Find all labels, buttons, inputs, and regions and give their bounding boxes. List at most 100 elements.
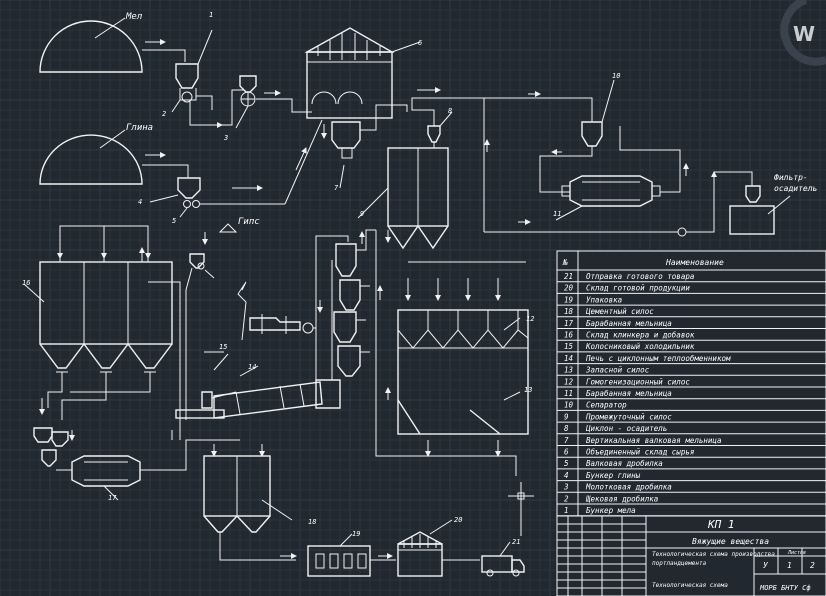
table-row: 8 Циклон - осадитель xyxy=(564,424,667,433)
clay-bunker-and-roll-crusher xyxy=(149,119,323,218)
row-name: Валковая дробилка xyxy=(586,459,663,468)
cement-silo xyxy=(203,444,297,561)
raw-material-storage xyxy=(304,27,421,119)
row-name: Циклон - осадитель xyxy=(585,424,667,433)
callout-1: 1 xyxy=(209,11,213,19)
row-name: Молотковая дробилка xyxy=(585,483,672,492)
row-name: Бункер глины xyxy=(586,471,641,480)
cement-ball-mill xyxy=(33,420,240,501)
hammer-crusher xyxy=(235,75,312,129)
table-row: 14 Печь с циклонным теплообменником xyxy=(564,354,731,363)
row-number: 18 xyxy=(564,307,574,316)
row-name: Промежуточный силос xyxy=(585,412,672,421)
subject-title: Вяжущие вещества xyxy=(692,537,769,546)
separator-and-ball-mill xyxy=(484,79,717,237)
row-number: 11 xyxy=(564,389,573,398)
sheets-value: 2 xyxy=(810,561,815,570)
chalk-label: Мел xyxy=(125,12,143,22)
chalk-bunker-and-jaw-crusher xyxy=(171,29,244,128)
callout-5: 5 xyxy=(172,217,176,225)
project-code: КП 1 xyxy=(707,518,735,531)
row-number: 7 xyxy=(564,436,569,445)
filter-label-2: осадитель xyxy=(774,184,818,193)
homogenisation-and-reserve-silos xyxy=(375,230,528,476)
row-number: 2 xyxy=(564,494,569,503)
row-name: Гомогенизационный силос xyxy=(586,377,690,386)
row-number: 4 xyxy=(564,471,569,480)
row-name: Сепаратор xyxy=(586,401,627,410)
row-number: 6 xyxy=(564,448,569,457)
callout-18: 18 xyxy=(308,518,316,526)
row-name: Печь с циклонным теплообменником xyxy=(585,354,731,363)
callout-7: 7 xyxy=(334,184,339,192)
row-name: Бункер мела xyxy=(586,506,636,515)
row-name: Барабанная мельница xyxy=(586,319,672,328)
sheet-value: 1 xyxy=(787,561,792,570)
title-block-grid xyxy=(557,516,646,596)
clay-pile: Глина xyxy=(39,123,189,185)
callout-9: 9 xyxy=(360,210,364,218)
row-number: 19 xyxy=(564,295,574,304)
table-row: 9 Промежуточный силос xyxy=(564,412,672,421)
packaging-unit xyxy=(307,533,396,577)
row-number: 17 xyxy=(564,319,574,328)
row-number: 13 xyxy=(564,366,574,375)
cad-crosshair-cursor xyxy=(508,482,534,536)
callout-20: 20 xyxy=(454,516,462,524)
row-number: 1 xyxy=(564,506,569,515)
callout-13: 13 xyxy=(524,386,532,394)
callout-3: 3 xyxy=(223,134,228,142)
row-number: 10 xyxy=(564,401,574,410)
scheme-label: Технологическая схема xyxy=(652,582,728,589)
callout-11: 11 xyxy=(553,210,561,218)
clinker-storage-silos xyxy=(23,225,181,441)
finished-goods-warehouse xyxy=(397,519,480,577)
callout-8: 8 xyxy=(448,107,452,115)
row-number: 9 xyxy=(564,412,569,421)
viewcube-widget[interactable]: W xyxy=(780,0,826,66)
clay-label: Глина xyxy=(126,123,153,133)
row-name: Объединенный склад сырья xyxy=(586,448,694,457)
scheme-title-line1: Технологическая схема производства xyxy=(652,551,775,558)
stage-value: У xyxy=(763,561,769,570)
sheets-label: Листов xyxy=(787,550,806,556)
table-row: 4 Бункер глины xyxy=(564,471,641,480)
delivery-truck xyxy=(481,541,525,577)
gypsum-feed: Гипс xyxy=(139,217,260,420)
callout-14: 14 xyxy=(248,363,256,371)
callout-17: 17 xyxy=(108,494,117,502)
process-flow-diagram: Мел Глина xyxy=(22,11,818,577)
vertical-roller-mill xyxy=(321,104,408,189)
filter-label-1: Фильтр- xyxy=(774,173,808,182)
viewcube-label: W xyxy=(793,22,815,46)
organisation: МОРБ БНТУ Сф xyxy=(759,584,811,592)
chalk-pile: Мел xyxy=(39,12,186,73)
row-number: 14 xyxy=(564,354,573,363)
row-number: 20 xyxy=(564,284,574,293)
row-name: Запасной силос xyxy=(585,366,650,375)
row-name: Склад клинкера и добавок xyxy=(586,331,695,340)
gypsum-label: Гипс xyxy=(238,217,260,227)
filter-settler: Фильтр- осадитель xyxy=(714,171,818,235)
table-row: 6 Объединенный склад сырья xyxy=(564,448,694,457)
callout-12: 12 xyxy=(526,315,534,323)
callout-16: 16 xyxy=(22,279,30,287)
table-row: 17 Барабанная мельница xyxy=(564,319,672,328)
row-name: Колосниковый холодильник xyxy=(585,342,695,351)
row-number: 8 xyxy=(564,424,569,433)
table-row: 15 Колосниковый холодильник xyxy=(564,342,695,351)
callout-4: 4 xyxy=(138,198,142,206)
table-row: 13 Запасной силос xyxy=(564,366,650,375)
row-name: Отправка готового товара xyxy=(586,272,694,281)
row-number: 15 xyxy=(564,342,574,351)
